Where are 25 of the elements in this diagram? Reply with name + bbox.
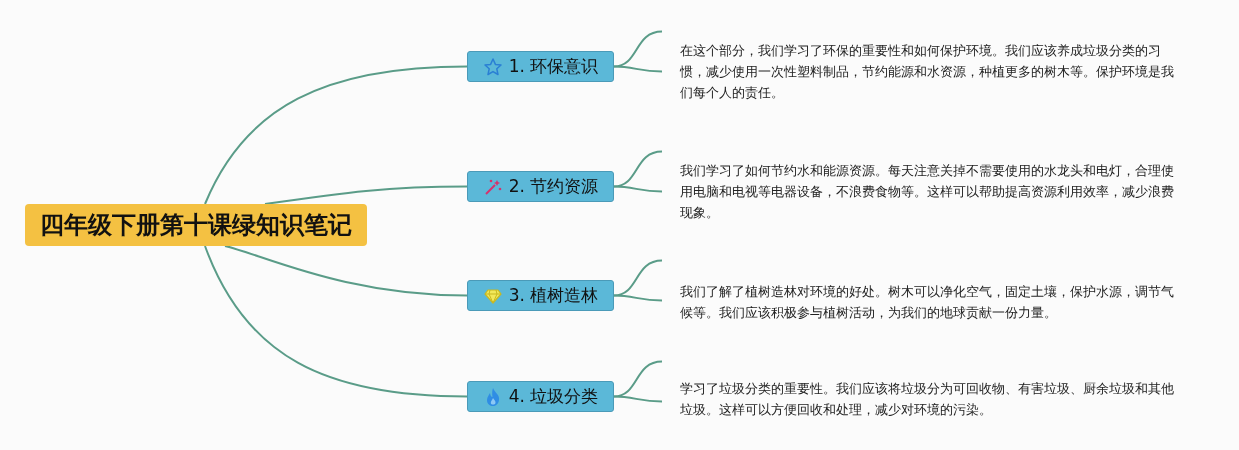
topic-label: 1. 环保意识 — [508, 55, 599, 78]
topic-label: 2. 节约资源 — [508, 175, 599, 198]
connector-line — [613, 294, 663, 302]
connector-line — [204, 65, 468, 205]
connector-line — [613, 150, 663, 188]
topic-box — [467, 51, 614, 82]
connector-line — [613, 65, 663, 73]
connector-line — [264, 185, 468, 205]
connector-line — [613, 259, 663, 297]
connector-line — [204, 245, 468, 398]
connector-line — [613, 185, 663, 193]
topic-box — [467, 381, 614, 412]
note-text: 学习了垃圾分类的重要性。我们应该将垃圾分为可回收物、有害垃圾、厨余垃圾和其他垃圾。这样可以方便回收和处理，减少对环境的污染。 — [662, 378, 1174, 420]
note-text: 我们学习了如何节约水和能源资源。每天注意关掉不需要使用的水龙头和电灯，合理使用电脑和电视等电器设备，不浪费食物等。这样可以帮助提高资源利用效率，减少浪费现象。 — [662, 160, 1174, 223]
connector-line — [613, 360, 663, 398]
topic-box — [467, 171, 614, 202]
connector-line — [613, 30, 663, 68]
connector-line — [224, 245, 468, 297]
root-box: 四年级下册第十课绿知识笔记 — [25, 204, 367, 246]
topic-label: 4. 垃圾分类 — [508, 385, 599, 408]
connector-line — [613, 395, 663, 403]
topic-label: 3. 植树造林 — [508, 284, 599, 307]
note-text: 在这个部分，我们学习了环保的重要性和如何保护环境。我们应该养成垃圾分类的习惯，减少使用一次性塑料制品，节约能源和水资源，种植更多的树木等。保护环境是我们每个人的责任。 — [662, 40, 1174, 103]
topic-box — [467, 280, 614, 311]
note-text: 我们了解了植树造林对环境的好处。树木可以净化空气，固定土壤，保护水源，调节气候等。我们应该积极参与植树活动，为我们的地球贡献一份力量。 — [662, 281, 1174, 323]
